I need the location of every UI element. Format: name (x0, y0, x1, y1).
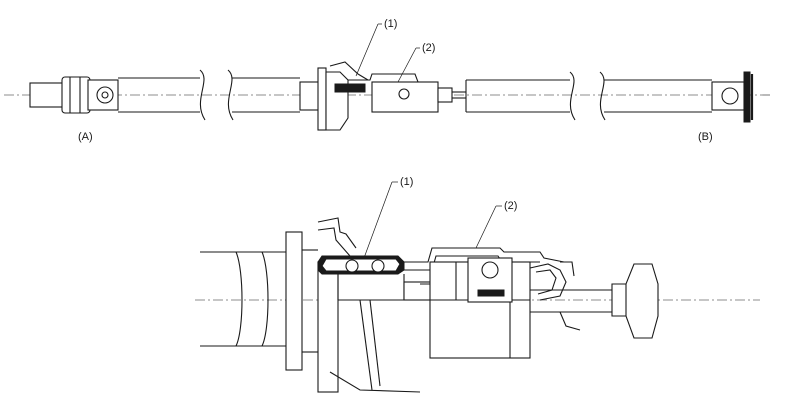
center-bearing-assembly (299, 61, 466, 131)
top-label-part-1: (1) (384, 18, 397, 30)
label-end-a: (A) (78, 131, 93, 143)
front-universal-joint (29, 76, 119, 114)
rear-tube (465, 71, 712, 121)
top-label-part-2: (2) (422, 42, 435, 54)
detail-label-part-2: (2) (504, 200, 517, 212)
front-tube (118, 69, 300, 121)
label-end-b: (B) (698, 131, 713, 143)
overall-shaft-view: (1) (2) (A) (B) (4, 18, 770, 143)
detail-label-part-1: (1) (400, 176, 413, 188)
rear-universal-joint (711, 71, 754, 123)
center-bearing-detail-view: (1) (2) (195, 176, 760, 393)
